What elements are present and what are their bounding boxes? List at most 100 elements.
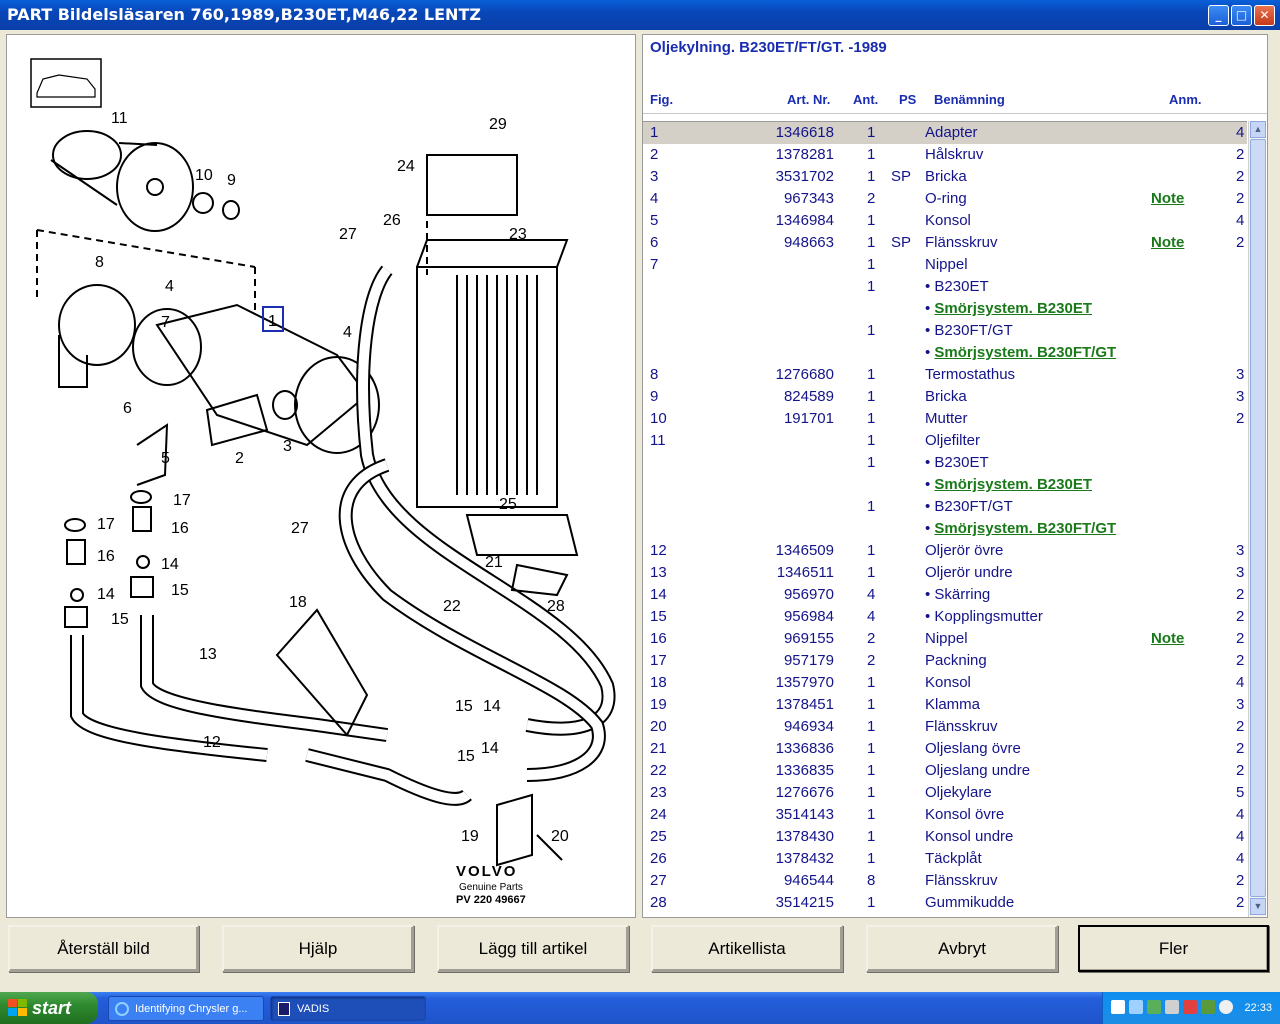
table-row[interactable]: • Smörjsystem. B230FT/GT xyxy=(643,518,1247,540)
more-button[interactable]: Fler xyxy=(1078,925,1269,972)
cell-name: Klamma xyxy=(925,694,980,716)
clock[interactable]: 22:33 xyxy=(1244,1002,1272,1014)
note-link[interactable]: Note xyxy=(1151,630,1185,647)
article-list-button[interactable]: Artikellista xyxy=(651,925,843,972)
table-row[interactable]: 1• B230FT/GT xyxy=(643,496,1247,518)
table-row[interactable]: 1• B230FT/GT xyxy=(643,320,1247,342)
tray-z-icon[interactable] xyxy=(1111,1000,1125,1014)
svg-text:10: 10 xyxy=(195,167,213,184)
highlighted-callout: 1 xyxy=(268,313,277,330)
table-row[interactable]: 299651751Flänsskruv2 xyxy=(643,914,1247,917)
cell-fig: 14 xyxy=(650,586,667,603)
taskbar-item-browser[interactable]: Identifying Chrysler g... xyxy=(108,996,264,1021)
table-row[interactable]: • Smörjsystem. B230ET xyxy=(643,298,1247,320)
cell-fig: 5 xyxy=(650,212,659,229)
cell-fig: 9 xyxy=(650,388,659,405)
tray-status-icon[interactable] xyxy=(1201,1000,1215,1014)
taskbar-item-vadis[interactable]: VADIS xyxy=(270,996,426,1021)
tray-clock-icon[interactable] xyxy=(1219,1000,1233,1014)
cell-art-nr: 946544 xyxy=(783,872,834,889)
cross-reference-link[interactable]: Smörjsystem. B230FT/GT xyxy=(934,520,1117,537)
header-ps[interactable]: PS xyxy=(899,92,917,107)
list-scrollbar[interactable]: ▲ ▼ xyxy=(1248,121,1266,917)
note-link[interactable]: Note xyxy=(1151,234,1185,251)
tray-volume-icon[interactable] xyxy=(1165,1000,1179,1014)
cell-fig: 19 xyxy=(650,696,667,713)
scroll-thumb[interactable] xyxy=(1250,139,1266,897)
help-button[interactable]: Hjälp xyxy=(222,925,414,972)
note-link[interactable]: Note xyxy=(1151,190,1185,207)
tray-shield-icon[interactable] xyxy=(1147,1000,1161,1014)
cell-ant: 2 xyxy=(867,190,876,207)
cell-anm: 2 xyxy=(1236,894,1245,911)
cell-anm: 2 xyxy=(1236,168,1245,185)
table-row[interactable]: • Smörjsystem. B230ET xyxy=(643,474,1247,496)
cell-name-text: Konsol xyxy=(925,212,971,229)
table-row[interactable]: 1• B230ET xyxy=(643,452,1247,474)
maximize-button[interactable]: □ xyxy=(1231,5,1252,26)
svg-text:7: 7 xyxy=(161,314,170,331)
header-anm[interactable]: Anm. xyxy=(1169,92,1202,107)
cell-ant: 1 xyxy=(867,828,876,845)
cancel-button[interactable]: Avbryt xyxy=(866,925,1058,972)
cross-reference-link[interactable]: Smörjsystem. B230FT/GT xyxy=(934,344,1117,361)
scroll-up-icon[interactable]: ▲ xyxy=(1250,121,1266,138)
cell-name-text: Flänsskruv xyxy=(925,718,998,735)
cell-anm: 4 xyxy=(1236,212,1245,229)
cell-art-nr: 1378430 xyxy=(775,828,834,845)
tray-network-icon[interactable] xyxy=(1129,1000,1143,1014)
tray-security-icon[interactable] xyxy=(1183,1000,1197,1014)
cell-name-text: Packning xyxy=(925,652,987,669)
header-fig[interactable]: Fig. xyxy=(650,92,674,107)
cell-art-nr: 957179 xyxy=(783,652,834,669)
cell-art-nr: 969155 xyxy=(783,630,834,647)
cross-reference-link[interactable]: Smörjsystem. B230ET xyxy=(934,476,1092,493)
table-row[interactable]: 1• B230ET xyxy=(643,276,1247,298)
header-name[interactable]: Benämning xyxy=(934,92,1005,107)
cell-fig: 17 xyxy=(650,652,667,669)
cell-ant: 1 xyxy=(867,740,876,757)
cell-fig: 2 xyxy=(650,146,659,163)
add-article-button[interactable]: Lägg till artikel xyxy=(437,925,629,972)
minimize-button[interactable]: _ xyxy=(1208,5,1229,26)
header-ant[interactable]: Ant. xyxy=(853,92,879,107)
scroll-down-icon[interactable]: ▼ xyxy=(1250,898,1266,915)
reset-image-button[interactable]: Återställ bild xyxy=(8,925,199,972)
svg-text:2: 2 xyxy=(235,450,244,467)
close-button[interactable]: ✕ xyxy=(1254,5,1275,26)
header-art[interactable]: Art. Nr. xyxy=(787,92,831,107)
start-button[interactable]: start xyxy=(0,992,98,1024)
cross-reference-link[interactable]: Smörjsystem. B230ET xyxy=(934,300,1092,317)
table-row[interactable]: • Smörjsystem. B230FT/GT xyxy=(643,342,1247,364)
cell-name: Nippel xyxy=(925,628,968,650)
